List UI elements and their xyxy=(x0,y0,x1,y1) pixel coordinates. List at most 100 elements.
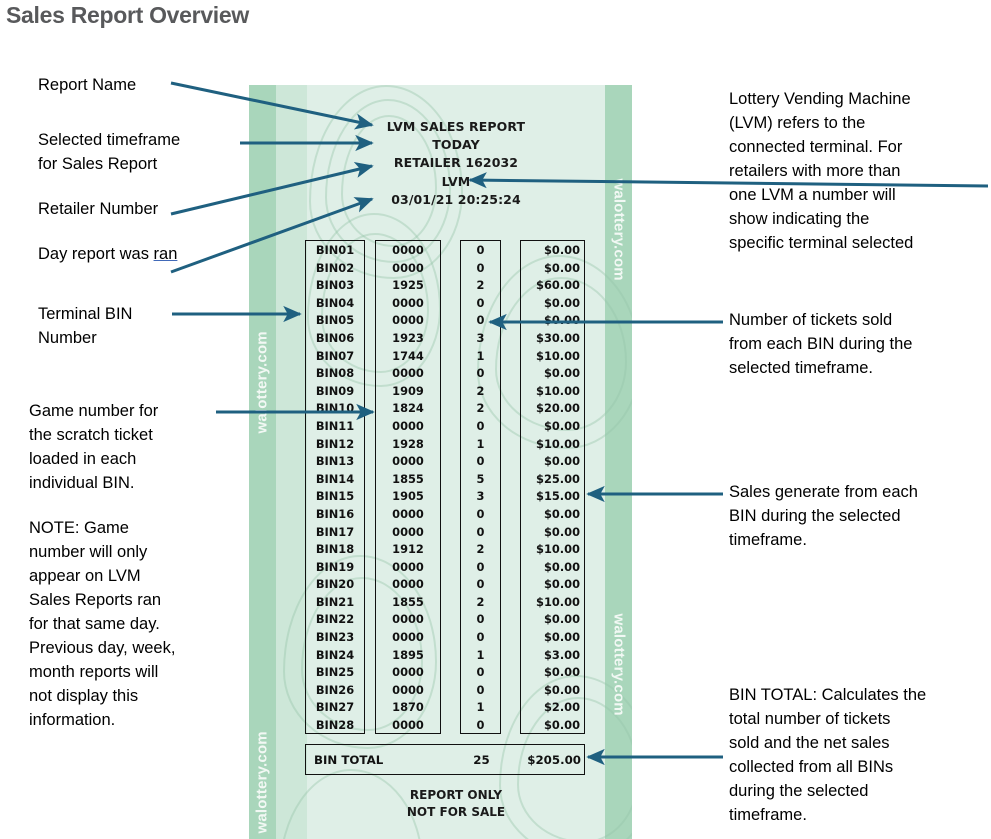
retailer-number-value: RETAILER 162032 xyxy=(393,155,519,171)
table-cell: 0 xyxy=(476,366,485,381)
table-cell: BIN23 xyxy=(315,630,355,645)
terminal-value: LVM xyxy=(441,173,471,189)
table-cell: 1928 xyxy=(392,436,424,451)
table-cell: 2 xyxy=(476,594,485,609)
report-datetime-value: 03/01/21 20:25:24 xyxy=(391,191,521,207)
table-cell: 0000 xyxy=(392,559,424,574)
table-cell: $10.00 xyxy=(536,383,580,398)
table-cell: 0000 xyxy=(392,454,424,469)
table-cell: 0000 xyxy=(392,630,424,645)
table-cell: BIN17 xyxy=(315,524,355,539)
table-cell: $60.00 xyxy=(536,278,580,293)
table-cell: $0.00 xyxy=(543,418,580,433)
table-cell: BIN21 xyxy=(315,594,355,609)
table-cell: 1855 xyxy=(392,471,424,486)
table-cell: 0000 xyxy=(392,665,424,680)
table-cell: 0000 xyxy=(392,577,424,592)
table-cell: 0 xyxy=(476,313,485,328)
table-cell: 1895 xyxy=(392,647,424,662)
table-cell: BIN06 xyxy=(315,330,355,345)
amount-column-values: $0.00$0.00$60.00$0.00$0.00$30.00$10.00$0… xyxy=(520,240,585,735)
receipt-right-stripe xyxy=(605,85,632,839)
table-cell: $0.00 xyxy=(543,366,580,381)
table-cell: 1912 xyxy=(392,542,424,557)
table-cell: 0 xyxy=(476,665,485,680)
table-cell: 1824 xyxy=(392,401,424,416)
table-cell: $3.00 xyxy=(543,647,580,662)
table-cell: $0.00 xyxy=(543,630,580,645)
footer-line-2: NOT FOR SALE xyxy=(406,805,506,819)
table-cell: $10.00 xyxy=(536,436,580,451)
table-cell: $0.00 xyxy=(543,577,580,592)
table-cell: BIN02 xyxy=(315,260,355,275)
table-cell: 0 xyxy=(476,630,485,645)
receipt-header: LVM SALES REPORT TODAY RETAILER 162032 L… xyxy=(307,118,605,209)
table-cell: 1923 xyxy=(392,330,424,345)
amount-column-box xyxy=(520,240,585,734)
table-cell: 0000 xyxy=(392,260,424,275)
table-cell: BIN27 xyxy=(315,700,355,715)
table-cell: $10.00 xyxy=(536,542,580,557)
table-cell: $0.00 xyxy=(543,313,580,328)
table-cell: $0.00 xyxy=(543,295,580,310)
annotation-day-report-ran-text: Day report was xyxy=(38,245,154,263)
table-cell: 0 xyxy=(476,612,485,627)
annotation-day-report-ran-misspelled: ran xyxy=(153,245,178,263)
table-cell: 0 xyxy=(476,243,485,257)
table-cell: 2 xyxy=(476,383,485,398)
table-cell: BIN07 xyxy=(315,348,355,363)
table-cell: 2 xyxy=(476,542,485,557)
table-cell: 1855 xyxy=(392,594,424,609)
table-cell: $0.00 xyxy=(543,665,580,680)
table-cell: 0000 xyxy=(392,612,424,627)
table-cell: BIN11 xyxy=(315,418,355,433)
qty-column-box xyxy=(460,240,501,734)
table-cell: 0000 xyxy=(392,506,424,521)
table-cell: 1 xyxy=(476,348,485,363)
annotation-retailer-number: Retailer Number xyxy=(38,200,159,218)
receipt-left-stripe xyxy=(249,85,276,839)
table-cell: BIN04 xyxy=(315,295,355,310)
footer-line-1: REPORT ONLY xyxy=(409,788,503,802)
table-cell: 5 xyxy=(476,471,485,486)
table-cell: BIN08 xyxy=(315,366,355,381)
table-cell: 1925 xyxy=(392,278,424,293)
bin-total-qty: 25 xyxy=(473,753,490,767)
watermark-right-2: walottery.com xyxy=(610,613,628,716)
table-cell: $0.00 xyxy=(543,243,580,257)
bin-total-label: BIN TOTAL xyxy=(314,753,384,767)
table-cell: $10.00 xyxy=(536,594,580,609)
table-cell: BIN15 xyxy=(315,489,355,504)
table-cell: 1 xyxy=(476,700,485,715)
bin-total-row: BIN TOTAL 25 $205.00 xyxy=(305,744,585,775)
receipt-footer: REPORT ONLY NOT FOR SALE xyxy=(307,787,605,821)
table-cell: $20.00 xyxy=(536,401,580,416)
table-cell: BIN20 xyxy=(315,577,355,592)
page-title: Sales Report Overview xyxy=(6,2,249,28)
table-cell: 1744 xyxy=(392,348,424,363)
table-cell: 1 xyxy=(476,436,485,451)
table-cell: 0 xyxy=(476,418,485,433)
table-cell: $0.00 xyxy=(543,559,580,574)
table-cell: 0 xyxy=(476,718,485,733)
table-cell: $0.00 xyxy=(543,682,580,697)
table-cell: $0.00 xyxy=(543,524,580,539)
table-cell: 0000 xyxy=(392,295,424,310)
table-cell: 3 xyxy=(476,489,485,504)
report-name-value: LVM SALES REPORT xyxy=(386,119,526,134)
table-cell: 0000 xyxy=(392,718,424,733)
table-cell: 0 xyxy=(476,577,485,592)
table-cell: $0.00 xyxy=(543,454,580,469)
table-cell: 1909 xyxy=(392,383,424,398)
table-cell: 0000 xyxy=(392,366,424,381)
table-cell: BIN01 xyxy=(315,243,355,257)
table-cell: 0000 xyxy=(392,682,424,697)
table-cell: BIN10 xyxy=(315,401,355,416)
table-cell: $0.00 xyxy=(543,260,580,275)
